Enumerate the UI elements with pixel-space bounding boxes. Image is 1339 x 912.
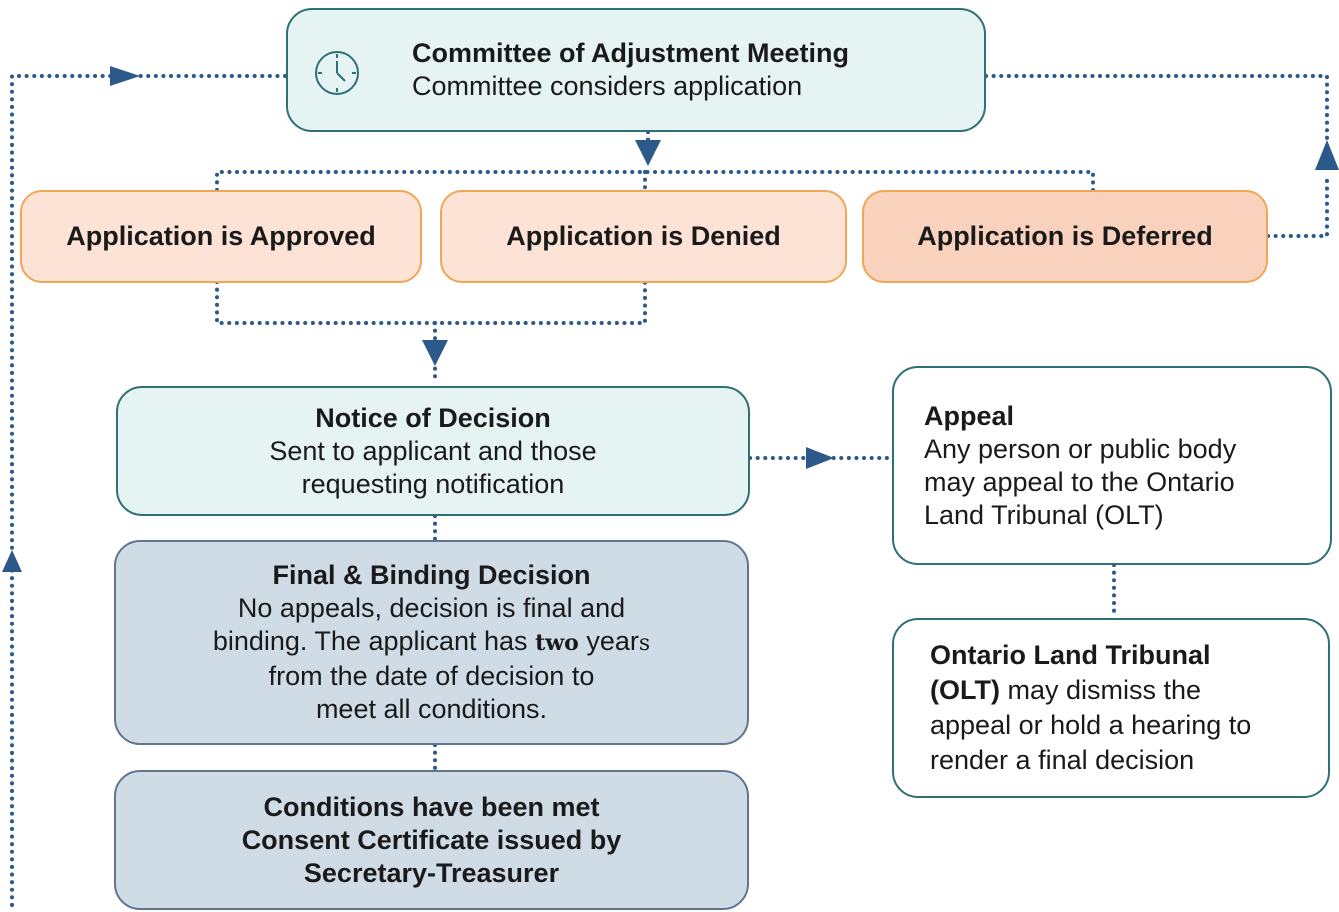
arrow-down-merge bbox=[422, 340, 448, 366]
notice-title: Notice of Decision bbox=[315, 402, 551, 433]
notice-line2: requesting notification bbox=[301, 468, 565, 499]
loop-left-vertical bbox=[10, 74, 290, 907]
appeal-line2: may appeal to the Ontario bbox=[924, 466, 1235, 497]
olt-line2: (OLT) may dismiss the bbox=[930, 675, 1202, 705]
final-line2: binding. The applicant has two years bbox=[212, 626, 651, 656]
conditions-box: Conditions have been met Consent Certifi… bbox=[114, 770, 749, 910]
olt-line3: appeal or hold a hearing to bbox=[930, 710, 1252, 740]
clock-icon bbox=[312, 48, 362, 98]
conditions-line1: Conditions have been met bbox=[263, 791, 600, 822]
deferred-to-loop bbox=[1266, 178, 1329, 238]
branch-bus bbox=[215, 170, 1095, 192]
notice-box: Notice of Decision Sent to applicant and… bbox=[116, 386, 750, 516]
arrow-right-appeal bbox=[806, 447, 834, 469]
arrow-down-meeting bbox=[635, 140, 661, 166]
arrow-up-left-loop bbox=[2, 550, 22, 572]
meeting-box: Committee of Adjustment Meeting Committe… bbox=[286, 8, 986, 132]
appeal-line3: Land Tribunal (OLT) bbox=[924, 499, 1164, 530]
appeal-box: Appeal Any person or public body may app… bbox=[892, 366, 1332, 565]
outcome-deferred: Application is Deferred bbox=[862, 190, 1268, 283]
conditions-line3: Secretary-Treasurer bbox=[303, 857, 560, 888]
olt-box: Ontario Land Tribunal (OLT) may dismiss … bbox=[892, 618, 1330, 798]
conditions-line2: Consent Certificate issued by bbox=[241, 824, 622, 855]
final-line3: from the date of decision to bbox=[268, 661, 595, 691]
final-line4: meet all conditions. bbox=[315, 694, 548, 724]
merge-bus bbox=[215, 280, 647, 325]
final-line1: No appeals, decision is final and bbox=[237, 593, 626, 623]
notice-line1: Sent to applicant and those bbox=[269, 435, 597, 466]
outcome-deferred-label: Application is Deferred bbox=[917, 221, 1213, 251]
outcome-approved-label: Application is Approved bbox=[66, 221, 376, 251]
olt-line4: render a final decision bbox=[930, 745, 1195, 775]
final-box: Final & Binding Decision No appeals, dec… bbox=[114, 540, 749, 745]
final-two: two bbox=[535, 630, 579, 656]
outcome-denied-label: Application is Denied bbox=[506, 221, 781, 251]
olt-title: Ontario Land Tribunal bbox=[930, 640, 1211, 670]
outcome-approved: Application is Approved bbox=[20, 190, 422, 283]
appeal-line1: Any person or public body bbox=[924, 433, 1237, 464]
arrow-right-top bbox=[110, 66, 140, 86]
outcome-denied: Application is Denied bbox=[440, 190, 847, 283]
final-title: Final & Binding Decision bbox=[272, 560, 591, 590]
meeting-title: Committee of Adjustment Meeting bbox=[412, 38, 850, 68]
arrow-up-right-loop bbox=[1315, 140, 1339, 170]
loop-right bbox=[984, 74, 1329, 162]
meeting-subtitle: Committee considers application bbox=[412, 71, 803, 101]
appeal-title: Appeal bbox=[924, 400, 1015, 431]
